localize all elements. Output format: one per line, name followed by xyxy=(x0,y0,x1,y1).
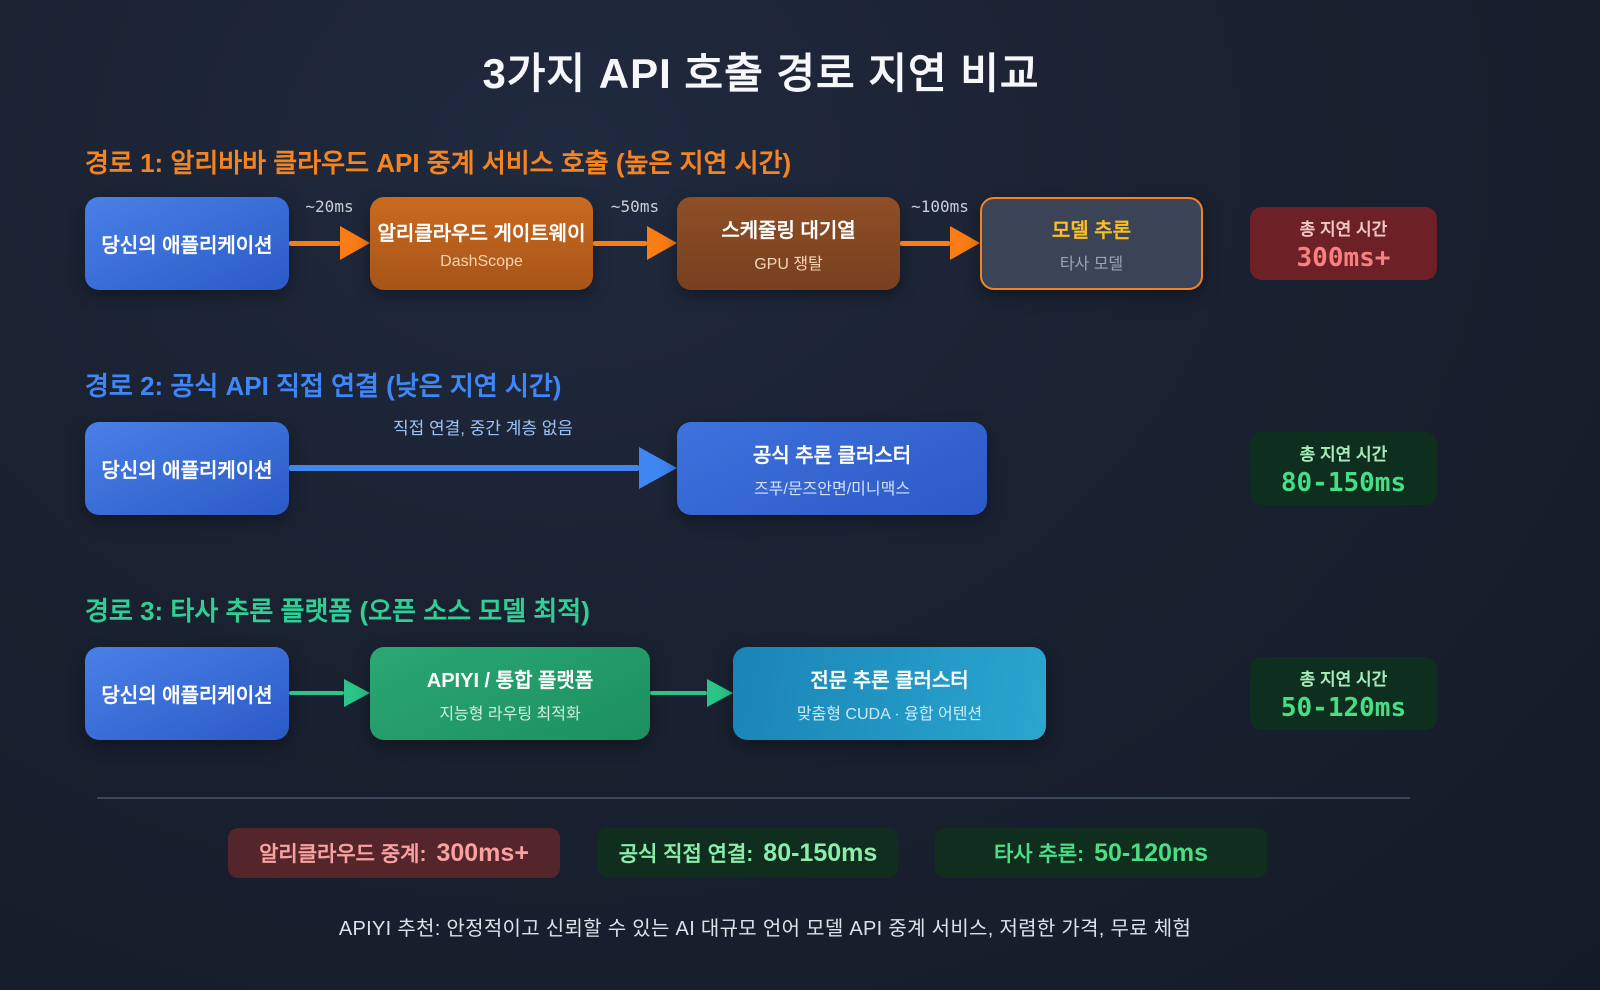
node-title: 알리클라우드 게이트웨이 xyxy=(377,222,586,245)
path2-direct-arrow: 직접 연결, 중간 계층 없음 xyxy=(289,419,677,490)
arrow-shaft xyxy=(289,240,340,246)
node-title: 당신의 애플리케이션 xyxy=(101,235,273,257)
badge-label: 공식 직접 연결: xyxy=(618,843,754,866)
arrow-shaft xyxy=(289,691,344,695)
arrow-latency-label: ~100ms xyxy=(911,197,969,216)
badge-value: 300ms+ xyxy=(436,838,529,867)
path3-arrow-2 xyxy=(650,678,733,708)
badge-label: 알리클라우드 중계: xyxy=(259,843,427,866)
node-subtitle: GPU 쟁탈 xyxy=(754,255,823,273)
path1-arrow-3: ~100ms xyxy=(900,197,980,261)
path3-total-latency-card: 총 지연 시간 50-120ms xyxy=(1250,657,1437,730)
arrow-shaft xyxy=(650,691,707,695)
path3-node-your-application: 당신의 애플리케이션 xyxy=(85,647,289,740)
path2-node-your-application: 당신의 애플리케이션 xyxy=(85,422,289,515)
node-title: APIYI / 통합 플랫폼 xyxy=(426,669,594,692)
total-latency-value: 300ms+ xyxy=(1296,242,1391,273)
arrow-latency-label: ~50ms xyxy=(610,197,660,216)
page-title: 3가지 API 호출 경로 지연 비교 xyxy=(482,50,1040,97)
node-title: 전문 추론 클러스터 xyxy=(810,669,969,692)
path1-node-your-application: 당신의 애플리케이션 xyxy=(85,197,289,290)
summary-badge-thirdparty-inference: 타사 추론: 50-120ms xyxy=(935,828,1267,878)
node-title: 당신의 애플리케이션 xyxy=(101,460,273,482)
node-subtitle: 타사 모델 xyxy=(1059,255,1124,273)
arrow-direct-label: 직접 연결, 중간 계층 없음 xyxy=(392,419,574,438)
path1-header: 경로 1: 알리바바 클라우드 API 중계 서비스 호출 (높은 지연 시간) xyxy=(85,148,792,178)
node-subtitle: DashScope xyxy=(440,252,523,270)
path1-arrow-1: ~20ms xyxy=(289,197,370,261)
arrow-head-icon xyxy=(950,226,980,260)
arrow-head-icon xyxy=(344,679,370,707)
badge-label: 타사 추론: xyxy=(993,843,1085,866)
path2-node-official-cluster: 공식 추론 클러스터 즈푸/문즈안면/미니맥스 xyxy=(677,422,987,515)
node-subtitle: 즈푸/문즈안면/미니맥스 xyxy=(753,480,911,498)
path3-arrow-1 xyxy=(289,678,370,708)
arrow-latency-label: ~20ms xyxy=(305,197,354,216)
arrow-head-icon xyxy=(639,447,677,489)
node-title: 당신의 애플리케이션 xyxy=(101,685,273,707)
node-subtitle: 맞춤형 CUDA · 융합 어텐션 xyxy=(796,705,983,723)
total-latency-value: 80-150ms xyxy=(1280,467,1407,498)
path3-node-apiyi-platform: APIYI / 통합 플랫폼 지능형 라우팅 최적화 xyxy=(370,647,650,740)
arrow-shaft xyxy=(900,240,950,246)
path2-total-latency-card: 총 지연 시간 80-150ms xyxy=(1250,432,1437,505)
arrow-shaft xyxy=(593,240,647,246)
path1-arrow-2: ~50ms xyxy=(593,197,677,261)
recommendation-note: APIYI 추천: 안정적이고 신뢰할 수 있는 AI 대규모 언어 모델 AP… xyxy=(338,918,1192,940)
node-subtitle: 지능형 라우팅 최적화 xyxy=(439,705,581,723)
path3-node-expert-cluster: 전문 추론 클러스터 맞춤형 CUDA · 융합 어텐션 xyxy=(733,647,1046,740)
path2-header: 경로 2: 공식 API 직접 연결 (낮은 지연 시간) xyxy=(85,371,562,401)
arrow-head-icon xyxy=(707,679,733,707)
node-title: 공식 추론 클러스터 xyxy=(752,444,912,467)
badge-value: 80-150ms xyxy=(763,838,878,867)
arrow-head-icon xyxy=(340,226,370,260)
path1-total-latency-card: 총 지연 시간 300ms+ xyxy=(1250,207,1437,280)
total-latency-value: 50-120ms xyxy=(1280,692,1407,723)
node-title: 스케줄링 대기열 xyxy=(721,219,856,242)
path1-node-model-inference: 모델 추론 타사 모델 xyxy=(980,197,1203,290)
total-latency-label: 총 지연 시간 xyxy=(1299,219,1388,239)
node-title: 모델 추론 xyxy=(1051,219,1132,242)
total-latency-label: 총 지연 시간 xyxy=(1299,669,1388,689)
arrow-head-icon xyxy=(647,226,677,260)
path3-header: 경로 3: 타사 추론 플랫폼 (오픈 소스 모델 최적) xyxy=(85,596,590,626)
summary-divider xyxy=(97,797,1410,799)
summary-badge-official-direct: 공식 직접 연결: 80-150ms xyxy=(598,828,898,878)
path1-node-gateway: 알리클라우드 게이트웨이 DashScope xyxy=(370,197,593,290)
summary-badge-alicloud-relay: 알리클라우드 중계: 300ms+ xyxy=(228,828,560,878)
total-latency-label: 총 지연 시간 xyxy=(1299,444,1388,464)
arrow-shaft xyxy=(289,465,639,471)
badge-value: 50-120ms xyxy=(1094,838,1209,867)
path1-node-scheduling-queue: 스케줄링 대기열 GPU 쟁탈 xyxy=(677,197,900,290)
